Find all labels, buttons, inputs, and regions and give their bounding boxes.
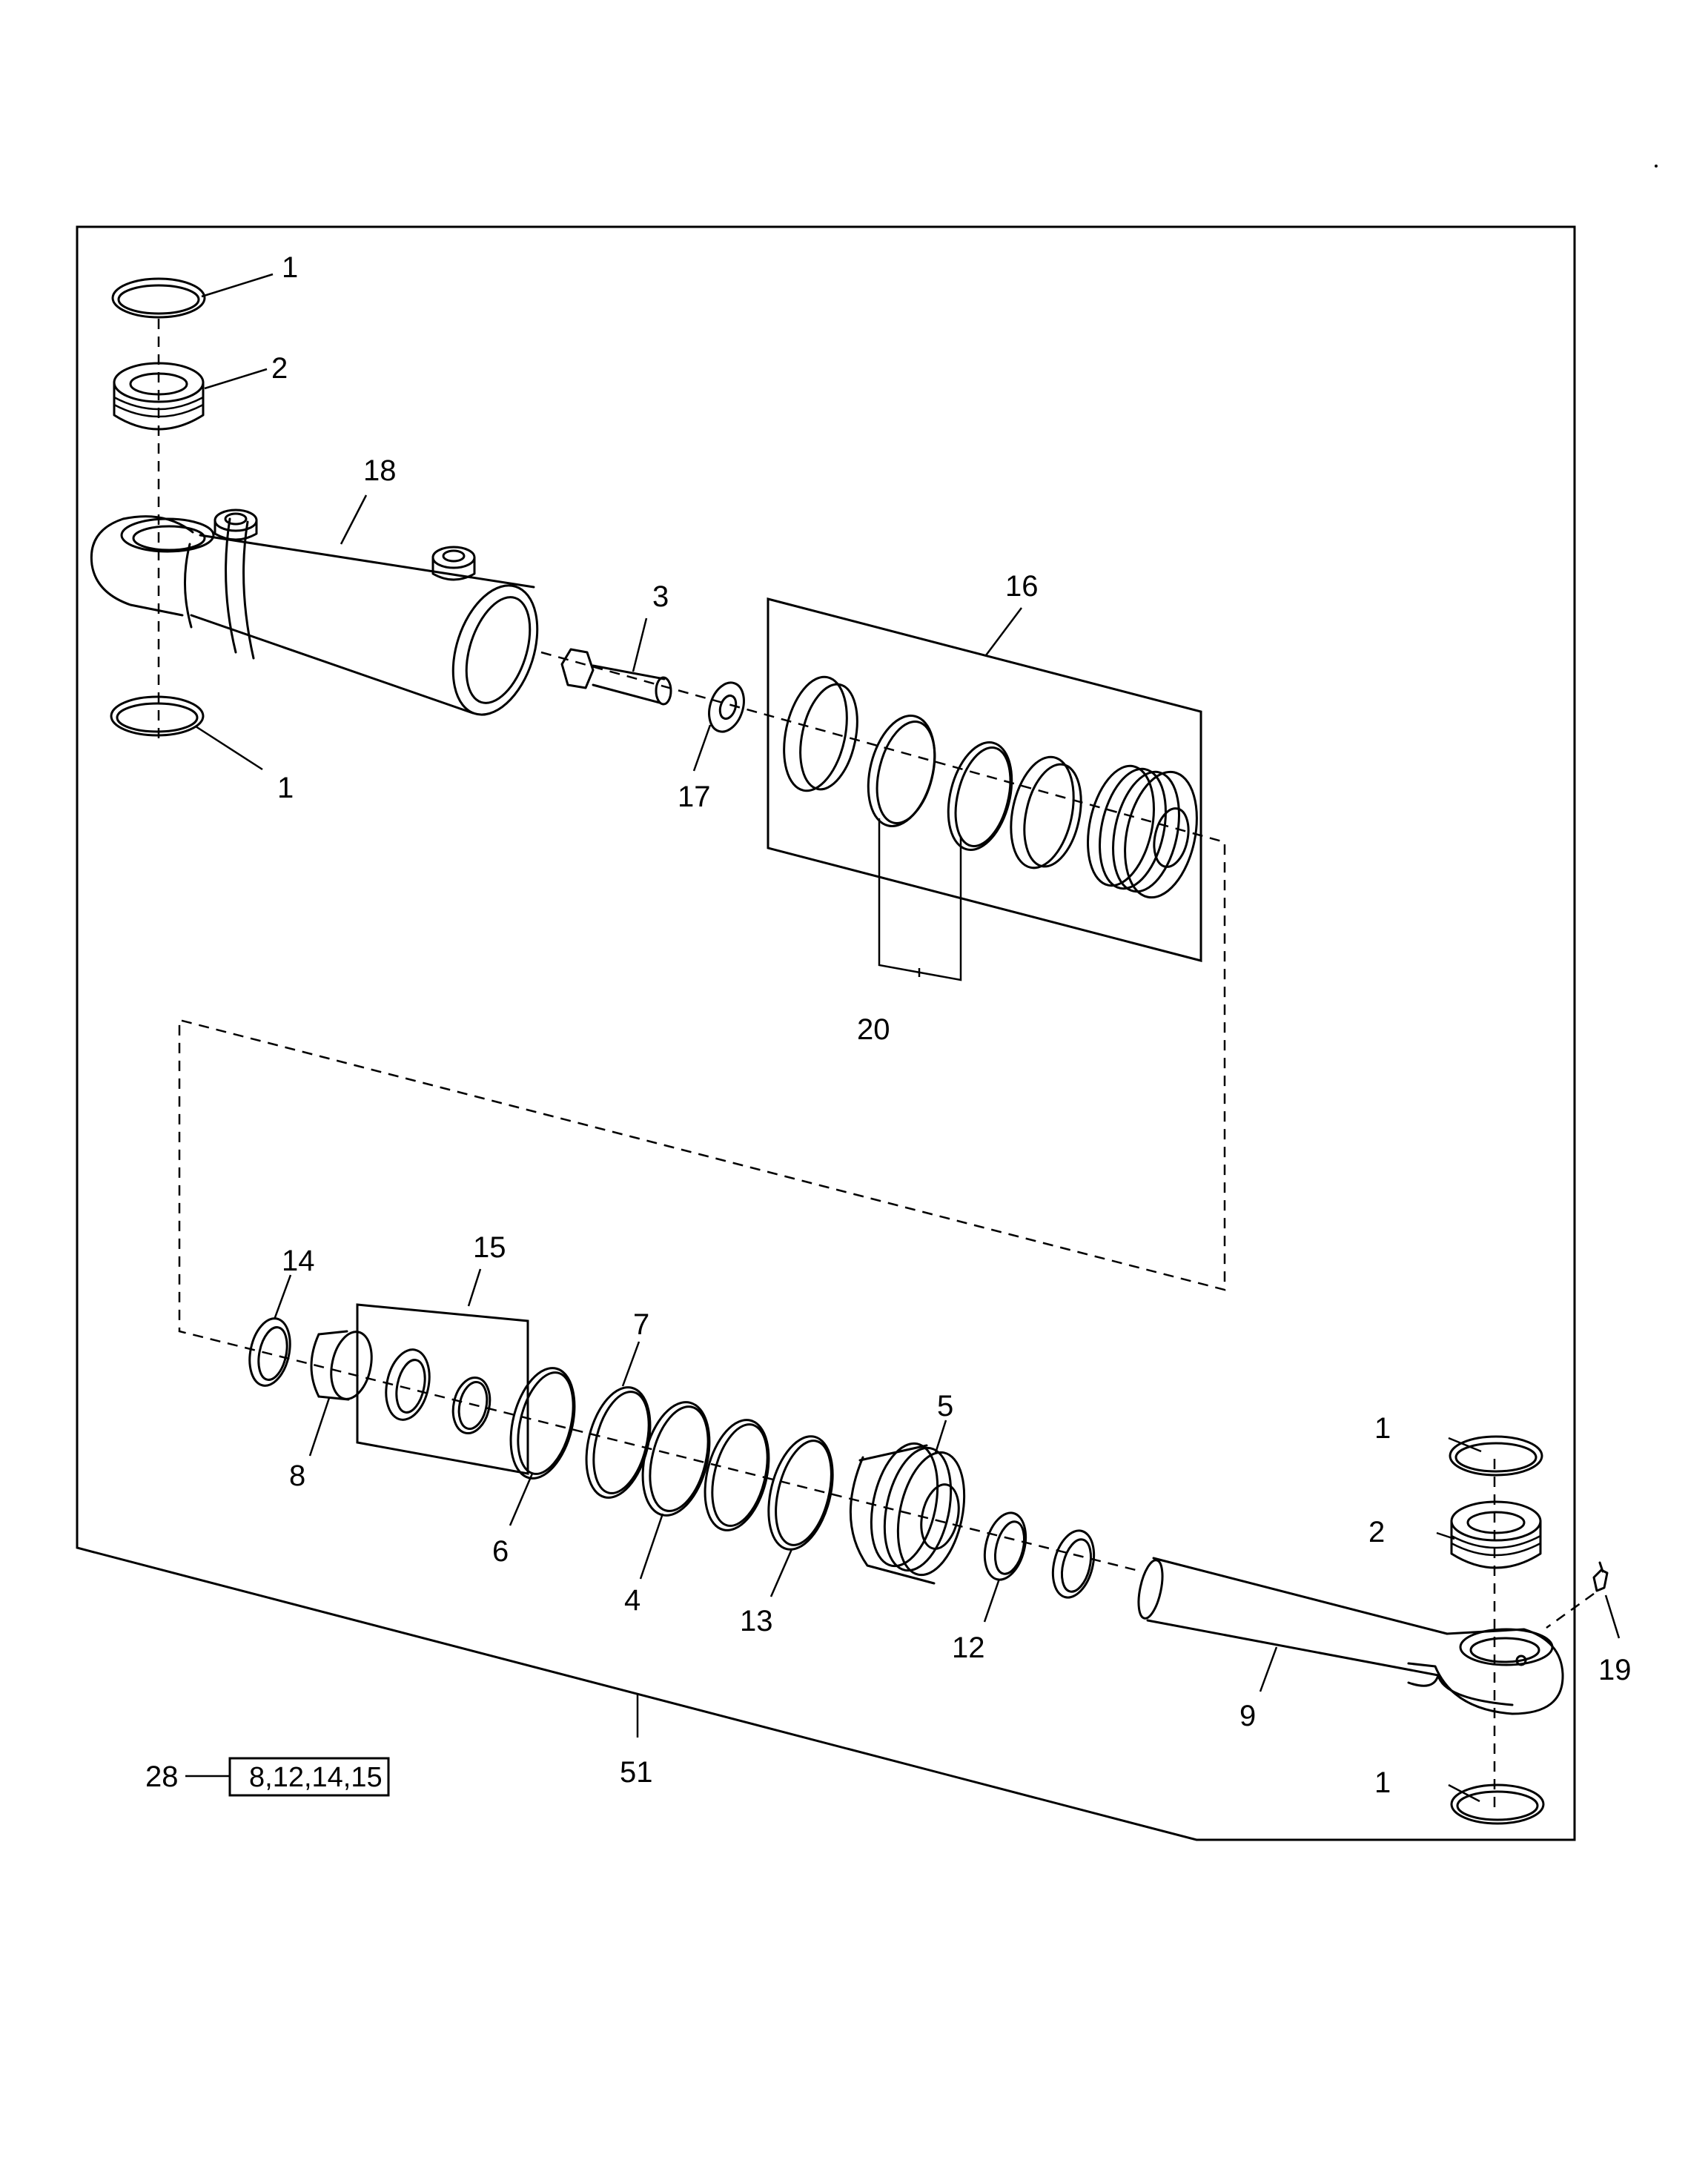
seal-ring-a (867, 715, 936, 827)
o-ring-6 (509, 1367, 576, 1480)
reference-box-text: 8,12,14,15 (249, 1762, 383, 1793)
callout-9: 9 (1239, 1700, 1256, 1732)
axis-top-assembly (178, 651, 1226, 1573)
rod-seal (385, 1348, 431, 1421)
seal-ring-b (947, 741, 1013, 851)
callout-2: 2 (271, 352, 288, 385)
wear-ring-top-b (1010, 755, 1082, 869)
cylinder-barrel (90, 509, 539, 716)
snap-ring-top-left (111, 277, 206, 319)
callout-15: 15 (473, 1231, 506, 1264)
callout-14: 14 (282, 1245, 315, 1277)
callout-7: 7 (633, 1308, 649, 1341)
snap-ring-bottom-left (110, 695, 205, 737)
callout-28: 28 (145, 1760, 179, 1793)
callout-16: 16 (1005, 570, 1039, 603)
bearing-right (1450, 1500, 1542, 1569)
callout-1: 1 (282, 251, 298, 284)
bearing-top-left (113, 362, 205, 431)
gland (849, 1442, 966, 1585)
callout-20: 20 (857, 1013, 890, 1046)
snap-ring-bottom-right (1450, 1783, 1545, 1825)
washer (708, 681, 745, 733)
callout-19: 19 (1598, 1654, 1632, 1686)
callout-12: 12 (952, 1632, 985, 1664)
snap-ring-top-right (1449, 1435, 1543, 1477)
piston-seal-kit-frame (767, 597, 1202, 962)
callout-13: 13 (740, 1605, 773, 1637)
o-ring-4 (641, 1401, 711, 1517)
callout-51: 51 (620, 1756, 653, 1789)
leader-lines (185, 273, 1621, 1803)
wear-ring-top (783, 675, 858, 792)
callout-1: 1 (277, 772, 294, 804)
stray-dot (1655, 165, 1658, 168)
piston-bolt (560, 648, 672, 706)
grease-fitting (1546, 1561, 1609, 1629)
rod-seal-kit-frame (356, 1303, 529, 1475)
wiper-seal (983, 1511, 1027, 1581)
callout-1: 1 (1374, 1766, 1391, 1799)
callout-8: 8 (289, 1460, 305, 1492)
o-ring-13 (767, 1435, 834, 1551)
dust-ring (248, 1317, 291, 1387)
bracket-20 (878, 818, 962, 981)
callout-3: 3 (652, 580, 669, 613)
reference-box (228, 1757, 390, 1797)
rod-o-ring (451, 1376, 491, 1435)
callout-17: 17 (678, 781, 711, 813)
callout-5: 5 (937, 1390, 953, 1422)
callout-2: 2 (1368, 1516, 1385, 1548)
callout-18: 18 (363, 454, 397, 487)
guide-bushing (310, 1330, 373, 1401)
callout-4: 4 (624, 1584, 640, 1617)
callout-1: 1 (1374, 1412, 1391, 1445)
piston-rod (1137, 1557, 1564, 1715)
callout-6: 6 (492, 1535, 509, 1568)
wiper-ring (1051, 1529, 1096, 1599)
backup-ring (704, 1419, 770, 1531)
piston (1087, 764, 1198, 899)
kit-frame (76, 225, 1576, 1841)
